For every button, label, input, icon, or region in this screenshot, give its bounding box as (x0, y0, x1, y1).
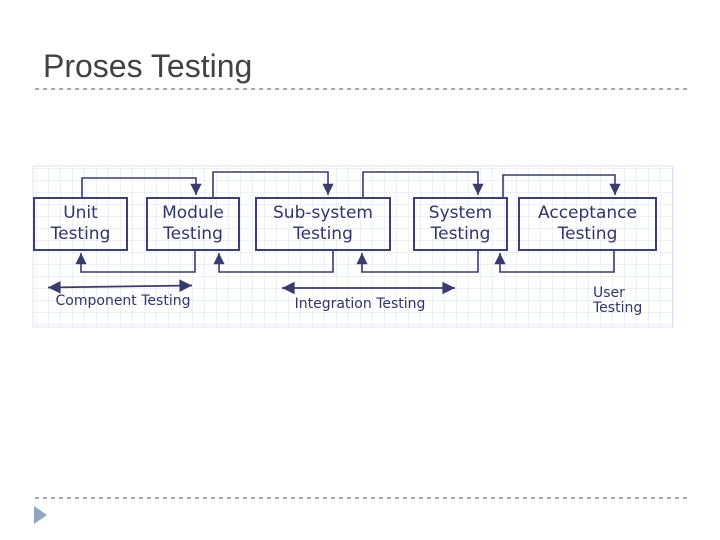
phase-label-integration-testing: Integration Testing (294, 296, 426, 312)
forward-connector-system-to-acceptance (502, 174, 621, 197)
title-divider (35, 88, 688, 90)
forward-connector-module-to-subsystem (212, 171, 334, 197)
box-label: Acceptance Testing (538, 203, 637, 244)
footer-arrow-icon (34, 506, 47, 524)
flow-box-module-testing: Module Testing (146, 197, 240, 251)
forward-connector-subsystem-to-system (362, 171, 484, 197)
footer-divider (35, 497, 688, 499)
box-label: Sub-system Testing (273, 203, 373, 244)
component-testing-range-arrow (47, 279, 193, 294)
grid-background (32, 165, 674, 328)
feedback-connector-subsystem-to-module (213, 250, 334, 273)
slide-title: Proses Testing (43, 48, 253, 84)
flow-box-unit-testing: Unit Testing (33, 197, 128, 251)
forward-connector-unit-to-module (81, 177, 202, 197)
box-label: Module Testing (162, 203, 224, 244)
flow-box-acceptance-testing: Acceptance Testing (518, 197, 657, 251)
phase-label-user-testing: User Testing (593, 285, 643, 316)
forward-connectors (81, 171, 621, 197)
feedback-connectors (75, 250, 615, 273)
feedback-connector-system-to-subsystem (356, 250, 479, 273)
box-label: Unit Testing (50, 203, 111, 244)
flow-box-subsystem-testing: Sub-system Testing (255, 197, 391, 251)
feedback-connector-module-to-unit (75, 250, 196, 273)
flow-box-system-testing: System Testing (413, 197, 508, 251)
phase-range-arrows (47, 279, 455, 295)
phase-label-component-testing: Component Testing (55, 293, 191, 309)
box-label: System Testing (428, 203, 493, 244)
feedback-connector-acceptance-to-system (494, 250, 615, 273)
